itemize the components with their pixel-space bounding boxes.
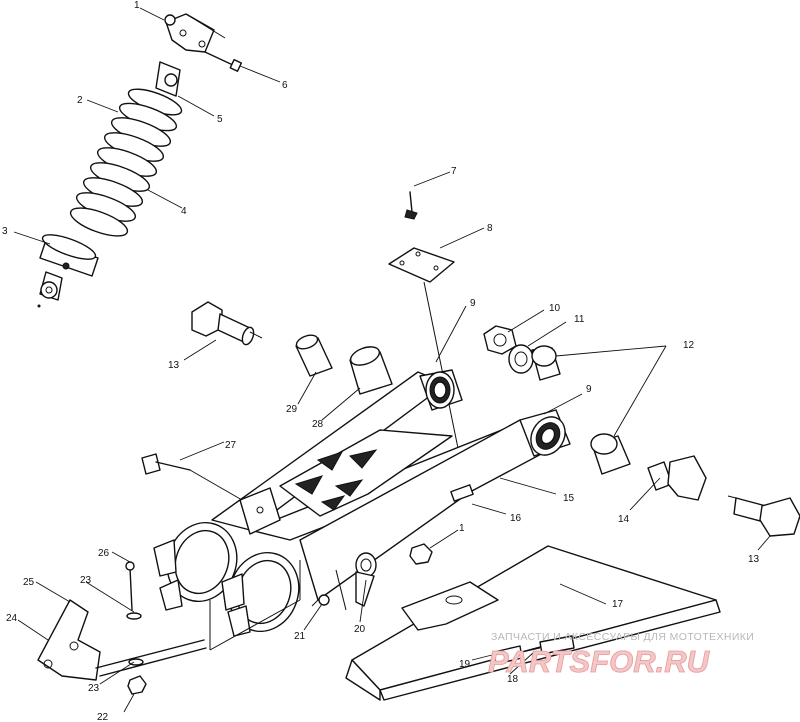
watermark-brand: PARTSFOR.RU [488,644,711,679]
callout-16: 16 [510,513,522,524]
pivot-hardware [191,301,393,395]
callout-25: 25 [23,577,35,588]
callout-13-right: 13 [748,554,760,565]
callout-10: 10 [549,303,561,314]
callout-29: 29 [286,404,298,415]
callout-9-top: 9 [470,298,476,309]
callout-23-bottom: 23 [88,683,100,694]
bumper-plate-parts [388,191,461,459]
callout-19: 19 [459,659,471,670]
callout-leaders [13,7,771,713]
callout-12: 12 [683,340,695,351]
callout-17: 17 [612,599,624,610]
watermark: ЗАПЧАСТИ И АКСЕССУАРЫ ДЛЯ МОТОТЕХНИКИ PA… [488,631,754,679]
hitch-linkage [37,561,207,695]
callout-3: 3 [2,226,8,237]
callout-20: 20 [354,624,366,635]
callout-11: 11 [574,314,585,325]
callout-1-top: 1 [134,0,140,11]
callout-22: 22 [97,712,109,722]
callout-4: 4 [181,206,187,217]
callout-2: 2 [77,95,83,106]
bolt-27 [141,453,243,501]
swing-arm-frame [153,369,571,651]
callout-5: 5 [217,114,223,125]
callout-8: 8 [487,223,493,234]
callout-6: 6 [282,80,288,91]
spring-coils [69,88,183,237]
callout-1-mid: 1 [459,523,465,534]
watermark-tagline: ЗАПЧАСТИ И АКСЕССУАРЫ ДЛЯ МОТОТЕХНИКИ [491,631,754,643]
callout-21: 21 [294,631,306,642]
callout-14: 14 [618,514,630,525]
callout-18: 18 [507,674,519,685]
callout-9-mid: 9 [586,384,592,395]
callout-15: 15 [563,493,575,504]
callout-27: 27 [225,440,237,451]
callout-7: 7 [451,166,457,177]
shock-absorber-assembly [37,13,243,308]
callout-28: 28 [312,419,324,430]
callout-26: 26 [98,548,110,559]
right-pivot-hardware [483,325,800,537]
slide-rail [345,545,721,701]
callout-24: 24 [6,613,18,624]
callout-labels: 1 6 2 5 4 3 7 8 13 29 28 9 10 11 12 9 14… [2,0,760,722]
callout-23-top: 23 [80,575,92,586]
callout-13-left: 13 [168,360,180,371]
